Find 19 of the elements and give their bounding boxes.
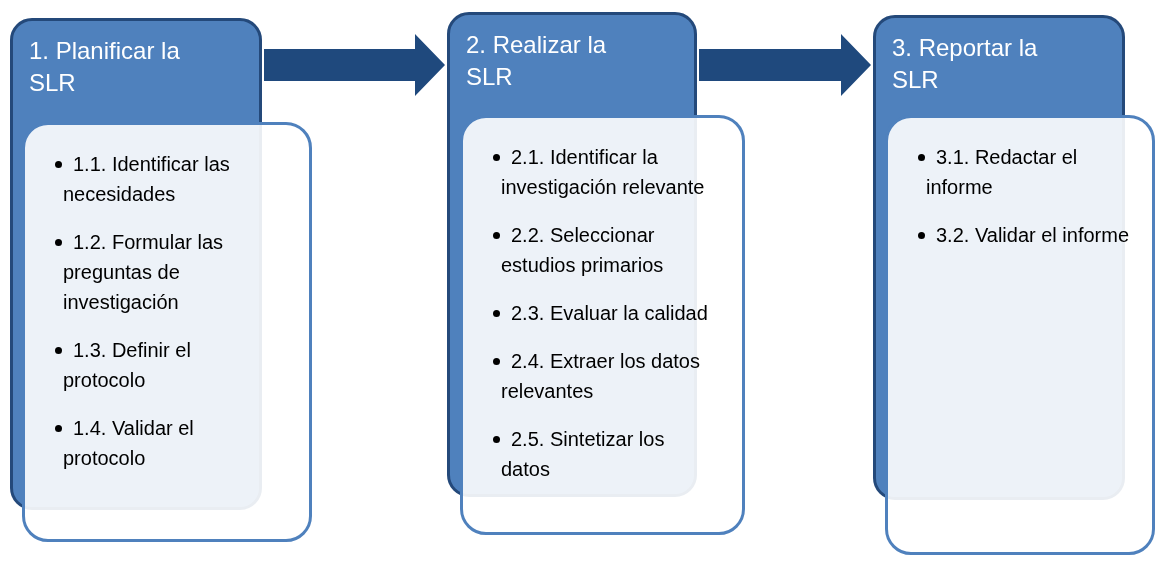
block-arrow xyxy=(264,34,445,96)
task-text: 2.1. Identificar la investigación relevante xyxy=(501,145,706,200)
task-list-box xyxy=(885,115,1155,555)
stage-title: 3. Reportar la SLR xyxy=(892,33,1039,95)
block-arrow xyxy=(699,34,871,96)
task-text: 3.2. Validar el informe xyxy=(935,223,1131,248)
task-text: 3.1. Redactar el informe xyxy=(926,145,1079,200)
stage-title: 2. Realizar la SLR xyxy=(466,30,608,92)
task-text: 1.1. Identificar las necesidades xyxy=(63,152,231,207)
task-list-box xyxy=(460,115,745,535)
task-text: 1.2. Formular las preguntas de investigación xyxy=(63,230,225,315)
task-text: 1.3. Definir el protocolo xyxy=(63,338,192,393)
task-text: 2.4. Extraer los datos relevantes xyxy=(501,349,701,404)
stage-title: 1. Planificar la SLR xyxy=(29,36,181,98)
task-text: 2.5. Sintetizar los datos xyxy=(501,427,666,482)
task-text: 1.4. Validar el protocolo xyxy=(63,416,195,471)
task-list-box xyxy=(22,122,312,542)
task-text: 2.3. Evaluar la calidad xyxy=(510,301,709,326)
task-text: 2.2. Seleccionar estudios primarios xyxy=(501,223,665,278)
